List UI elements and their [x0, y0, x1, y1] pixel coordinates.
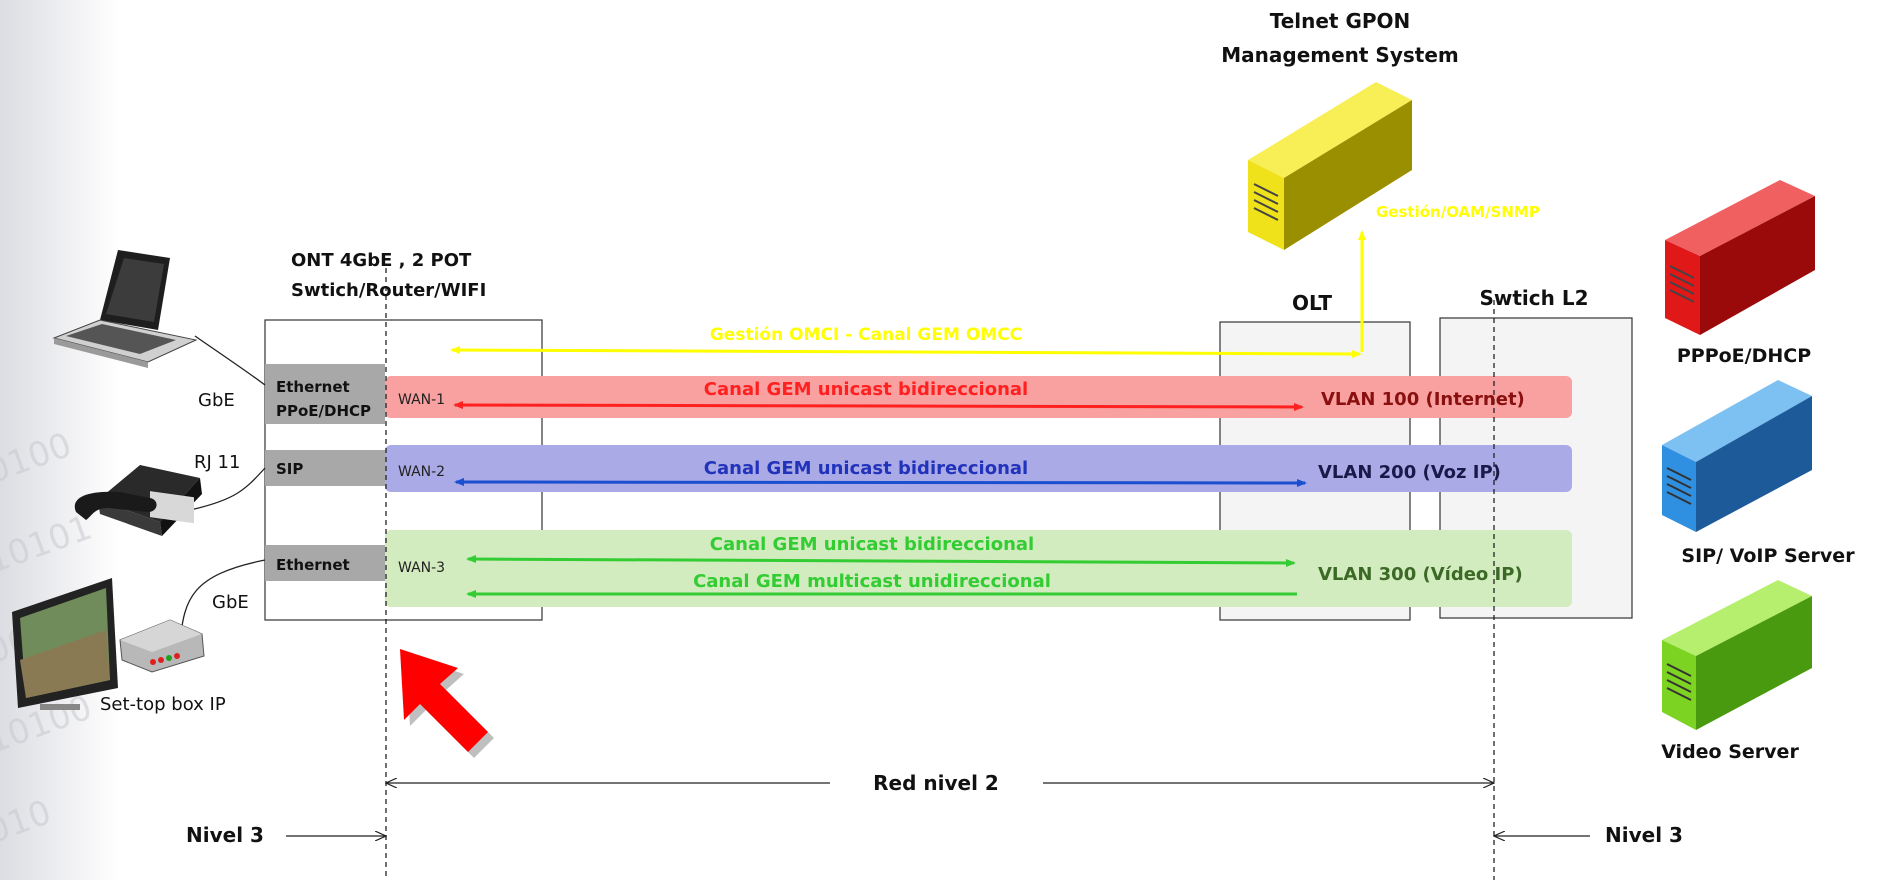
port-eth2-label: Ethernet — [276, 556, 350, 574]
ont-title-1: ONT 4GbE , 2 POT — [291, 250, 472, 271]
nms-server-icon — [1248, 82, 1412, 250]
cable-phone — [189, 467, 266, 511]
port-ethernet-2 — [265, 545, 385, 581]
vlan-300-label: VLAN 300 (Vídeo IP) — [1318, 564, 1523, 585]
olt-label: OLT — [1292, 291, 1332, 315]
switch-label: Swtich L2 — [1479, 286, 1588, 310]
port-eth1-label-b: PPoE/DHCP — [276, 402, 371, 420]
port-sip-label: SIP — [276, 460, 303, 478]
ont-title-2: Swtich/Router/WIFI — [291, 280, 486, 301]
video-server-icon — [1662, 580, 1812, 730]
gbe-label-2: GbE — [212, 592, 249, 613]
channel-3-unicast-label: Canal GEM unicast bidireccional — [710, 534, 1034, 555]
nms-title-2: Management System — [1221, 43, 1459, 67]
arrow-voip — [454, 478, 1307, 487]
gbe-label-1: GbE — [198, 390, 235, 411]
vlan-100-label: VLAN 100 (Internet) — [1321, 389, 1525, 410]
port-eth1-label-a: Ethernet — [276, 378, 350, 396]
omci-arrow — [450, 346, 1362, 358]
server-voip-label: SIP/ VoIP Server — [1681, 545, 1855, 567]
red-nivel2-label: Red nivel 2 — [873, 771, 999, 795]
nms-link-label: Gestión/OAM/SNMP — [1376, 203, 1540, 221]
tv-icon — [12, 578, 118, 710]
highlight-arrow-icon — [400, 649, 494, 758]
stb-label: Set-top box IP — [100, 694, 226, 715]
band-video — [385, 530, 1572, 607]
channel-2-label: Canal GEM unicast bidireccional — [704, 458, 1028, 479]
server-pppoe-label: PPPoE/DHCP — [1677, 345, 1811, 367]
nivel3-left-label: Nivel 3 — [186, 823, 264, 847]
laptop-icon — [52, 250, 198, 368]
arrow-video-unicast — [466, 555, 1296, 567]
wan-2-label: WAN-2 — [398, 464, 445, 480]
rj11-label: RJ 11 — [194, 452, 240, 473]
port-sip — [265, 450, 385, 486]
telephone-icon — [74, 465, 202, 536]
nivel3-right-label: Nivel 3 — [1605, 823, 1683, 847]
omci-label: Gestión OMCI - Canal GEM OMCC — [710, 325, 1022, 345]
nms-title-1: Telnet GPON — [1270, 9, 1411, 33]
server-video-label: Video Server — [1661, 741, 1799, 763]
wan-3-label: WAN-3 — [398, 560, 445, 576]
port-ethernet-pppoe — [265, 364, 385, 424]
cable-laptop — [194, 335, 266, 386]
vlan-200-label: VLAN 200 (Voz IP) — [1318, 462, 1501, 483]
channel-3-multicast-label: Canal GEM multicast unidireccional — [693, 571, 1051, 592]
voip-server-icon — [1662, 380, 1812, 532]
background-fade — [0, 0, 120, 880]
wan-1-label: WAN-1 — [398, 392, 445, 408]
channel-1-label: Canal GEM unicast bidireccional — [704, 379, 1028, 400]
arrow-internet — [453, 401, 1304, 411]
pppoe-dhcp-server-icon — [1665, 180, 1815, 335]
set-top-box-icon — [119, 619, 205, 673]
